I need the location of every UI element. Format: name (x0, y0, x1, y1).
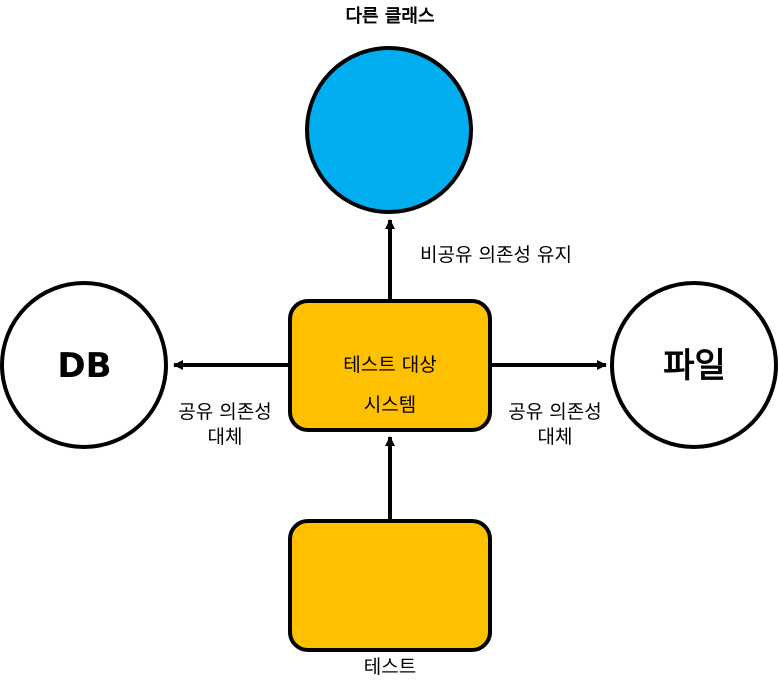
system-under-test-label: 테스트 대상 시스템 (290, 345, 490, 425)
other-classes-node (305, 46, 473, 214)
db-node (0, 281, 168, 449)
file-label: 파일 (663, 346, 726, 386)
system-under-test-node (288, 299, 492, 432)
other-classes-label: 다른 클래스 (345, 6, 435, 27)
db-label: DB (57, 346, 112, 386)
test-node (288, 519, 492, 652)
edge-label-replace-shared-file: 공유 의존성 대체 (470, 400, 640, 449)
edge-label-db-line2: 대체 (207, 425, 243, 448)
edge-label-keep-unshared: 비공유 의존성 유지 (420, 244, 572, 266)
system-under-test-label-line2: 시스템 (363, 394, 417, 416)
file-node (610, 281, 778, 449)
edge-label-db-line1: 공유 의존성 (178, 401, 272, 423)
system-under-test-label-line1: 테스트 대상 (343, 354, 437, 376)
edge-label-file-line2: 대체 (537, 425, 573, 448)
edge-label-replace-shared-db: 공유 의존성 대체 (140, 400, 310, 449)
edge-label-file-line1: 공유 의존성 (508, 401, 602, 423)
test-label: 테스트 (363, 656, 417, 678)
